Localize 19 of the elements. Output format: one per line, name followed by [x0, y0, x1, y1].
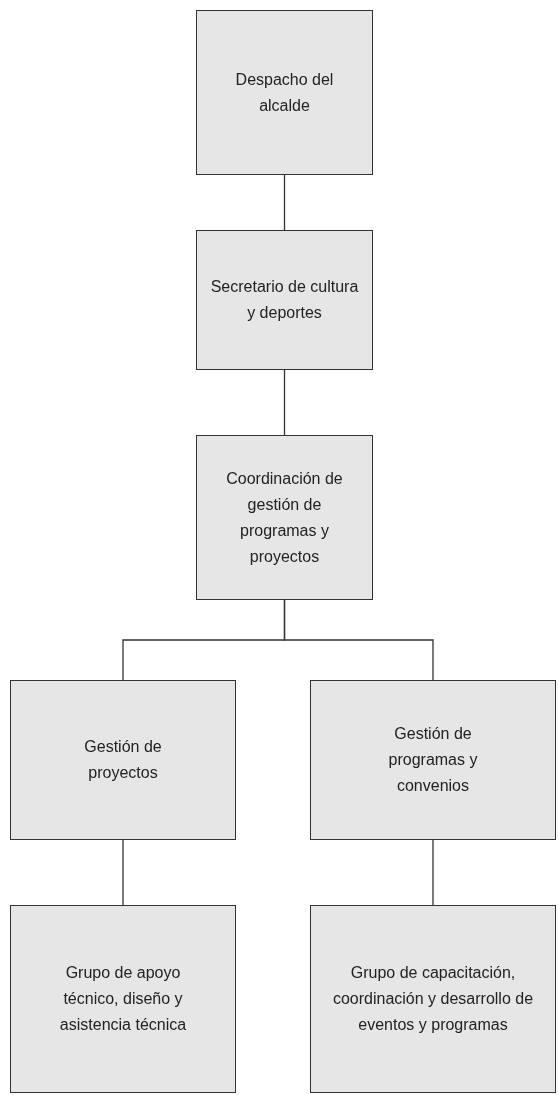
org-box — [196, 10, 373, 175]
box-label: Gestión de proyectos — [83, 737, 163, 783]
box-label: Gestión de programas y convenios — [387, 724, 479, 796]
org-box — [10, 905, 236, 1093]
connector-line — [122, 839, 124, 906]
box-label: Grupo de capacitación, coordinación y desarrollo de eventos y programas — [331, 963, 535, 1035]
box-label: Secretario de cultura y deportes — [209, 277, 360, 323]
box-label: Grupo de apoyo técnico, diseño y asistencia técnica — [58, 963, 188, 1035]
org-box — [10, 680, 236, 840]
org-box — [310, 680, 556, 840]
box-label: Despacho del alcalde — [234, 69, 335, 116]
connector-line — [283, 174, 286, 231]
org-box — [196, 435, 373, 600]
connector-line — [283, 599, 434, 681]
connector-line — [432, 839, 434, 906]
connector-line — [283, 369, 286, 436]
org-box — [196, 230, 373, 370]
org-box — [310, 905, 556, 1093]
box-label: Coordinación de gestión de programas y proyectos — [225, 468, 344, 567]
